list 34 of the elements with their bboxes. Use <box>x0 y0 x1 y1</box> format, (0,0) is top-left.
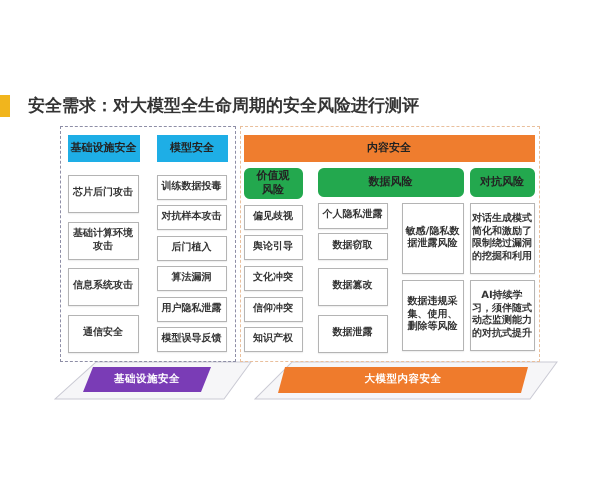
risk-item-box: 训练数据投毒 <box>156 174 226 200</box>
risk-item-box: 文化冲突 <box>244 266 302 290</box>
risk-category-header: 对抗风险 <box>470 168 534 196</box>
risk-item-box: 数据违规采集、使用、删除等风险 <box>402 280 464 350</box>
risk-item-box: 数据篡改 <box>318 268 388 306</box>
risk-item-box: 敏感/隐私数据泄露风险 <box>402 202 464 274</box>
platform-banner: 基础设施安全 <box>83 367 211 392</box>
risk-item-box: 算法漏洞 <box>156 266 226 290</box>
risk-item-box: 芯片后门攻击 <box>68 174 138 212</box>
risk-item-box: 数据窃取 <box>318 232 388 260</box>
risk-item-box: 偏见歧视 <box>244 204 302 230</box>
dashed-group-frame <box>240 126 540 362</box>
platform-banner: 大模型内容安全 <box>278 367 528 393</box>
risk-item-box: 后门植入 <box>156 236 226 260</box>
risk-item-box: 对话生成模式简化和激励了限制绕过漏洞的挖掘和利用 <box>470 202 534 274</box>
risk-item-box: 知识产权 <box>244 326 302 352</box>
risk-item-box: 对抗样本攻击 <box>156 204 226 230</box>
category-header: 内容安全 <box>244 134 534 162</box>
risk-category-header: 数据风险 <box>318 168 464 196</box>
category-header: 模型安全 <box>156 134 228 162</box>
risk-item-box: 个人隐私泄露 <box>318 202 388 228</box>
dashed-group-frame <box>60 126 236 362</box>
risk-item-box: 用户隐私泄露 <box>156 296 226 322</box>
risk-item-box: AI持续学习，须伴随式动态监测能力的对抗式提升 <box>470 280 534 350</box>
risk-item-box: 信仰冲突 <box>244 296 302 322</box>
title: 安全需求：对大模型全生命周期的安全风险进行测评 <box>28 95 419 118</box>
risk-item-box: 通信安全 <box>68 314 138 352</box>
risk-category-header: 价值观风险 <box>244 168 302 198</box>
risk-item-box: 舆论引导 <box>244 234 302 260</box>
risk-item-box: 基础计算环境攻击 <box>68 222 138 260</box>
risk-item-box: 信息系统攻击 <box>68 268 138 306</box>
risk-item-box: 模型误导反馈 <box>156 326 226 352</box>
risk-item-box: 数据泄露 <box>318 314 388 352</box>
category-header: 基础设施安全 <box>68 134 140 162</box>
